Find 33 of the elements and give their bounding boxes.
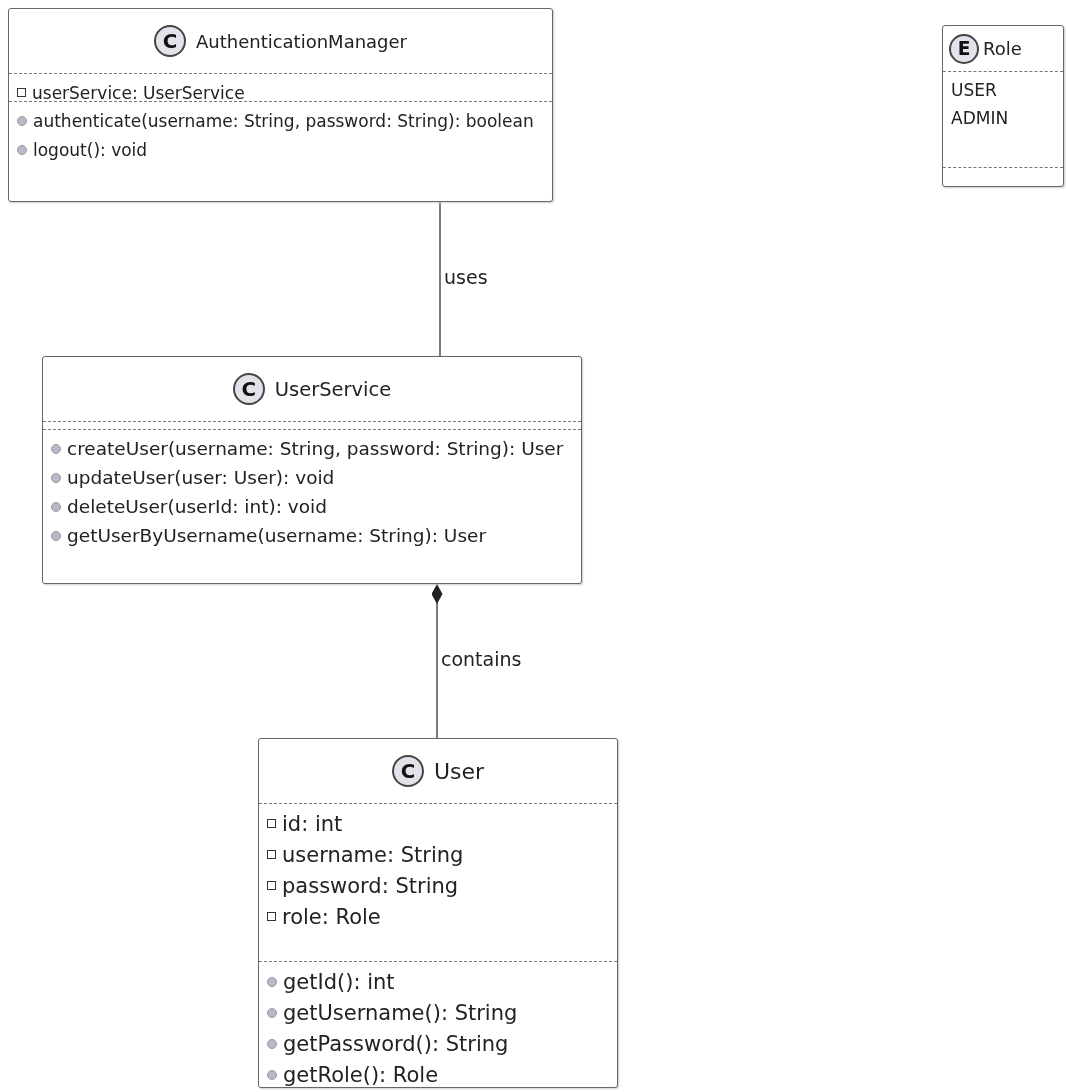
class-box [42,356,582,584]
class-name: Role [983,38,1022,59]
method-text: getUserByUsername(username: String): User [67,525,487,546]
class-type-marker: C [391,755,424,787]
method-text: getUsername(): String [283,1000,518,1025]
method-text: authenticate(username: String, password: String): boolean [33,110,534,131]
enum-value-text: ADMIN [951,108,1009,128]
composition-line [431,583,443,739]
method-text: getPassword(): String [283,1031,509,1056]
attribute-text: id: int [282,811,343,836]
method-text: createUser(username: String, password: String): User [67,438,564,459]
class-box [8,8,553,202]
class-type-marker: C [232,373,265,405]
class-type-marker: C [153,25,186,57]
class-name: UserService [274,377,392,401]
method-text: getId(): int [283,969,395,994]
association-line [439,201,441,357]
enum-value-text: USER [951,80,997,100]
class-type-marker: E [949,33,979,64]
attribute-text: userService: UserService [32,82,245,103]
class-box [258,738,618,1088]
attribute-text: username: String [282,842,464,867]
attribute-text: role: Role [282,904,381,929]
attribute-compartment [9,73,552,101]
class-name: AuthenticationManager [195,30,407,52]
method-text: updateUser(user: User): void [67,467,335,488]
class-box [942,25,1064,187]
class-name: User [433,758,485,784]
method-text: deleteUser(userId: int): void [67,496,327,517]
method-text: logout(): void [33,139,148,160]
attribute-text: password: String [282,873,459,898]
method-compartment [259,961,617,1089]
method-text: getRole(): Role [283,1062,439,1087]
